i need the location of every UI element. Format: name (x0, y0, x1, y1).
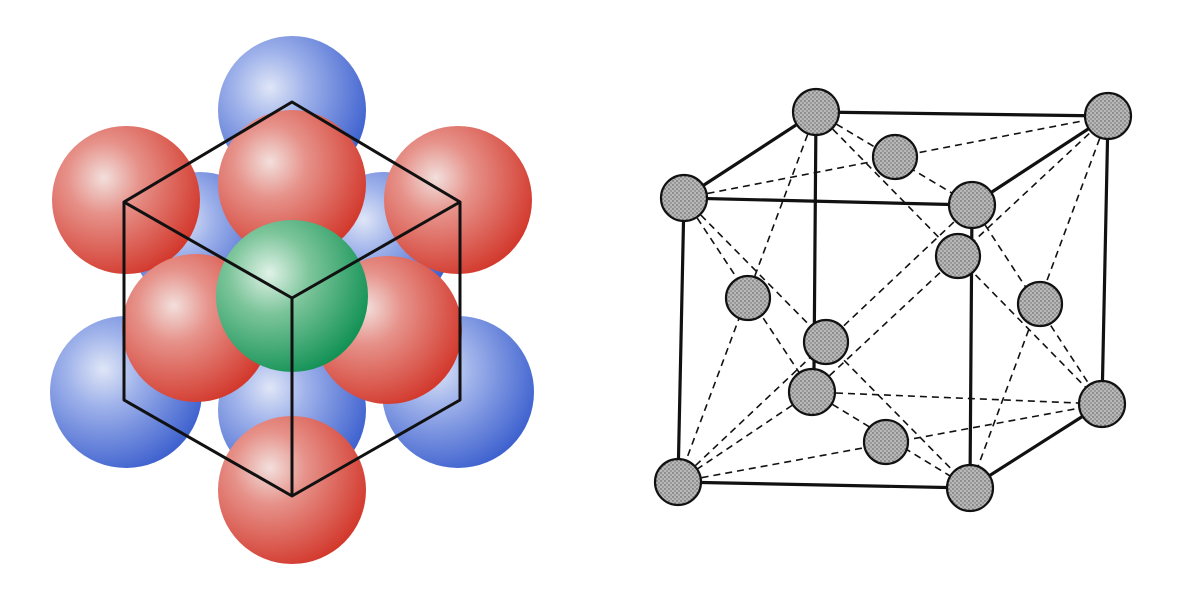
atoms (653, 87, 1133, 513)
corner-atom-front-bottom-right (945, 463, 995, 513)
corner-atom-front-top-left (659, 173, 709, 223)
corner-atom-back-top-left (791, 87, 841, 137)
face-atom-right (1016, 280, 1064, 328)
cube-inner-edge-right (291, 200, 461, 300)
red-sphere-top-center (218, 110, 366, 258)
face-atom-back (934, 232, 982, 280)
corner-atom-back-bottom-left (787, 367, 837, 417)
corner-atom-front-top-right (947, 180, 997, 230)
face-atom-front (802, 318, 850, 366)
face-atom-top (871, 133, 919, 181)
face-atom-left (724, 274, 772, 322)
cube-outline (122, 100, 462, 498)
corner-atom-back-top-right (1083, 91, 1133, 141)
solid-cube-edges (676, 110, 1110, 490)
green-center-sphere (216, 220, 368, 372)
corner-atom-back-bottom-right (1077, 379, 1127, 429)
corner-atom-front-bottom-left (653, 457, 703, 507)
left-packed-spheres-figure (50, 36, 534, 564)
right-unit-cell-figure (653, 87, 1133, 513)
face-atom-bottom (862, 418, 910, 466)
cube-inner-edge-left (123, 200, 293, 300)
